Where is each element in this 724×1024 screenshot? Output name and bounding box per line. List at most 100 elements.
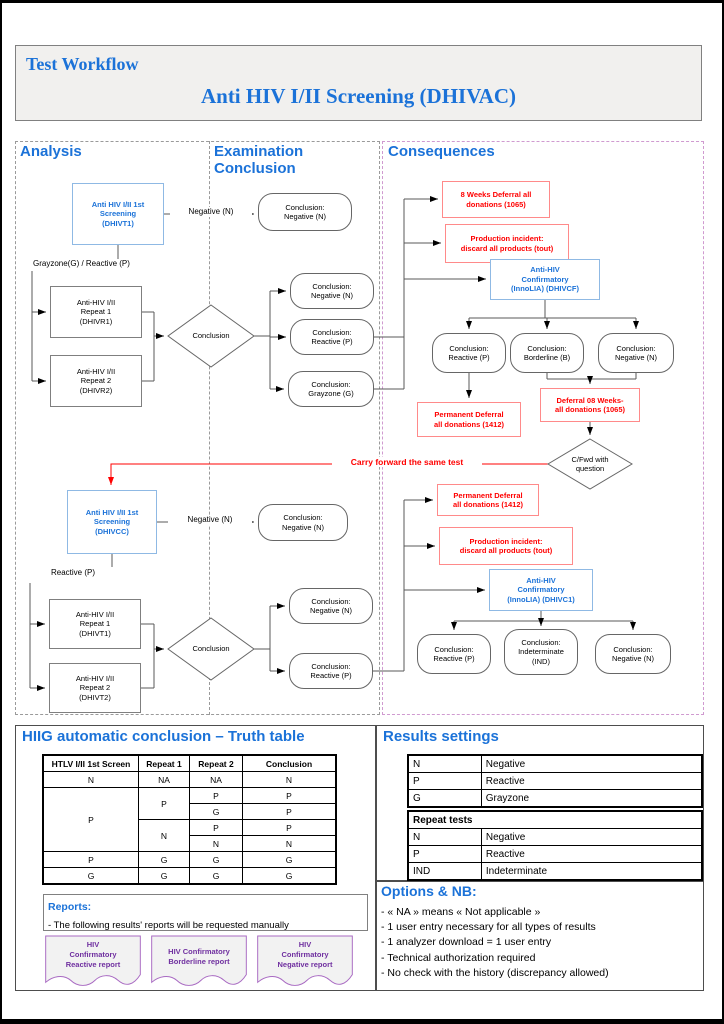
truth-header: Conclusion xyxy=(242,754,337,772)
truth-header: HTLV I/II 1st Screen xyxy=(42,754,139,772)
code-label-cell: Reactive xyxy=(480,845,703,863)
truth-cell: N xyxy=(42,771,139,788)
code-label-cell: Reactive xyxy=(480,772,703,790)
options-items: - « NA » means « Not applicable » - 1 us… xyxy=(381,906,609,979)
dhivr1-repeat-box: Anti-HIV I/II Repeat 1 (DHIVR1) xyxy=(50,286,142,338)
page-title: Test Workflow xyxy=(26,54,139,74)
edge-label-negative-1: Negative (N) xyxy=(170,207,252,217)
truth-cell: P xyxy=(242,787,337,804)
cons-conclusion-reactive-ellipse-1: Conclusion: Reactive (P) xyxy=(432,333,506,373)
consequences-panel xyxy=(382,141,704,715)
dhivcf-confirmatory-box: Anti-HIV Confirmatory (InnoLIA) (DHIVCF) xyxy=(490,259,600,300)
code-cell: G xyxy=(407,789,482,808)
production-incident-box-2: Production incident: discard all product… xyxy=(439,527,573,565)
reports-box: Reports: - The following results' report… xyxy=(43,894,368,931)
conclusion-negative-ellipse-top2: Conclusion: Negative (N) xyxy=(258,504,348,541)
code-label-cell: Negative xyxy=(480,754,703,773)
truth-cell: NA xyxy=(138,771,190,788)
truth-cell: P xyxy=(242,803,337,820)
truth-cell: G xyxy=(242,867,337,885)
truth-cell: N xyxy=(242,771,337,788)
truth-cell: P xyxy=(189,787,243,804)
report-doc-negative-label: HIV Confirmatory Negative report xyxy=(277,940,333,969)
report-doc-negative: HIV Confirmatory Negative report xyxy=(255,935,355,991)
deferral-8weeks-box: 8 Weeks Deferral all donations (1065) xyxy=(442,181,550,218)
truth-cell: G xyxy=(42,867,139,885)
code-cell: P xyxy=(407,845,482,863)
truth-header: Repeat 1 xyxy=(138,754,190,772)
dhivt1-repeat-box-lower: Anti-HIV I/II Repeat 1 (DHIVT1) xyxy=(49,599,141,649)
code-cell: P xyxy=(407,772,482,790)
permanent-deferral-box-2: Permanent Deferral all donations (1412) xyxy=(437,484,539,516)
cons-conclusion-negative-ellipse-2: Conclusion: Negative (N) xyxy=(595,634,671,674)
options-section: Options & NB: - « NA » means « Not appli… xyxy=(376,881,704,991)
truth-cell: P xyxy=(42,851,139,868)
results-codes-table: N Negative P Reactive G Grayzone xyxy=(407,754,703,808)
truth-cell: G xyxy=(189,851,243,868)
conclusion-negative-ellipse-1: Conclusion: Negative (N) xyxy=(290,273,374,309)
repeat-tests-header: Repeat tests xyxy=(407,810,703,829)
deferral-08weeks-box: Deferral 08 Weeks- all donations (1065) xyxy=(540,388,640,422)
truth-cell: G xyxy=(138,867,190,885)
dhivt1-screening-box: Anti HIV I/II 1st Screening (DHIVT1) xyxy=(72,183,164,245)
truth-cell: G xyxy=(189,803,243,820)
conclusion-negative-ellipse-2: Conclusion: Negative (N) xyxy=(289,588,373,624)
truth-cell: N xyxy=(189,835,243,852)
cons-conclusion-indeterminate-ellipse: Conclusion: Indeterminate (IND) xyxy=(504,629,578,675)
cons-conclusion-reactive-ellipse-2: Conclusion: Reactive (P) xyxy=(417,634,491,674)
report-doc-reactive: HIV Confirmatory Reactive report xyxy=(43,935,143,991)
dhivc1-confirmatory-box: Anti-HIV Confirmatory (InnoLIA) (DHIVC1) xyxy=(489,569,593,611)
analysis-examination-panel xyxy=(15,141,380,715)
options-title: Options & NB: xyxy=(381,883,477,899)
dhivcc-screening-box: Anti HIV I/II 1st Screening (DHIVCC) xyxy=(67,490,157,554)
report-doc-borderline: HIV Confirmatory Borderline report xyxy=(149,935,249,991)
truth-cell: NA xyxy=(189,771,243,788)
document-shape-icon xyxy=(45,935,141,986)
truth-cell: P xyxy=(189,819,243,836)
code-label-cell: Indeterminate xyxy=(480,862,703,881)
edge-label-negative-2: Negative (N) xyxy=(168,515,252,525)
code-label-cell: Grayzone xyxy=(480,789,703,808)
truth-cell: G xyxy=(138,851,190,868)
section-heading-consequences: Consequences xyxy=(388,143,495,160)
truth-table-section: HIIG automatic conclusion – Truth table … xyxy=(15,725,376,991)
conclusion-grayzone-ellipse-1: Conclusion: Grayzone (G) xyxy=(288,371,374,407)
truth-cell: G xyxy=(189,867,243,885)
section-heading-analysis: Analysis xyxy=(20,143,82,160)
truth-table-title: HIIG automatic conclusion – Truth table xyxy=(22,728,305,745)
report-doc-reactive-label: HIV Confirmatory Reactive report xyxy=(65,940,121,969)
cons-conclusion-negative-ellipse-1: Conclusion: Negative (N) xyxy=(598,333,674,373)
document-shape-icon xyxy=(257,935,353,986)
truth-table: HTLV I/II 1st Screen Repeat 1 Repeat 2 C… xyxy=(42,754,337,885)
reports-title: Reports: xyxy=(48,901,92,913)
truth-cell: P xyxy=(42,787,139,852)
reports-note: - The following results' reports will be… xyxy=(48,920,289,931)
carry-forward-label: Carry forward the same test xyxy=(332,457,482,468)
conclusion-negative-ellipse-top1: Conclusion: Negative (N) xyxy=(258,193,352,231)
truth-cell: P xyxy=(138,787,190,820)
permanent-deferral-box-1: Permanent Deferral all donations (1412) xyxy=(417,402,521,437)
decision-label-2: Conclusion xyxy=(192,644,230,654)
truth-header: Repeat 2 xyxy=(189,754,243,772)
truth-cell: N xyxy=(242,835,337,852)
decision-label-1: Conclusion xyxy=(192,331,230,341)
cons-conclusion-borderline-ellipse: Conclusion: Borderline (B) xyxy=(510,333,584,373)
code-label-cell: Negative xyxy=(480,828,703,846)
dhivt2-repeat-box-lower: Anti-HIV I/II Repeat 2 (DHIVT2) xyxy=(49,663,141,713)
report-doc-borderline-label: HIV Confirmatory Borderline report xyxy=(168,947,230,966)
truth-cell: G xyxy=(242,851,337,868)
repeat-tests-table: Repeat tests N Negative P Reactive IND I… xyxy=(407,810,703,881)
results-settings-section: Results settings N Negative P Reactive G… xyxy=(376,725,704,881)
title-box: Test Workflow Anti HIV I/II Screening (D… xyxy=(15,45,702,121)
cfwd-label: C/Fwd with question xyxy=(571,454,609,473)
conclusion-reactive-ellipse-2: Conclusion: Reactive (P) xyxy=(289,653,373,689)
results-settings-title: Results settings xyxy=(383,728,499,745)
edge-label-reactive: Reactive (P) xyxy=(50,568,114,578)
edge-label-grayzone-reactive: Grayzone(G) / Reactive (P) xyxy=(32,259,164,269)
truth-cell: P xyxy=(242,819,337,836)
analysis-examination-divider xyxy=(209,141,210,715)
code-cell: N xyxy=(407,828,482,846)
dhivr2-repeat-box: Anti-HIV I/II Repeat 2 (DHIVR2) xyxy=(50,355,142,407)
code-cell: IND xyxy=(407,862,482,881)
